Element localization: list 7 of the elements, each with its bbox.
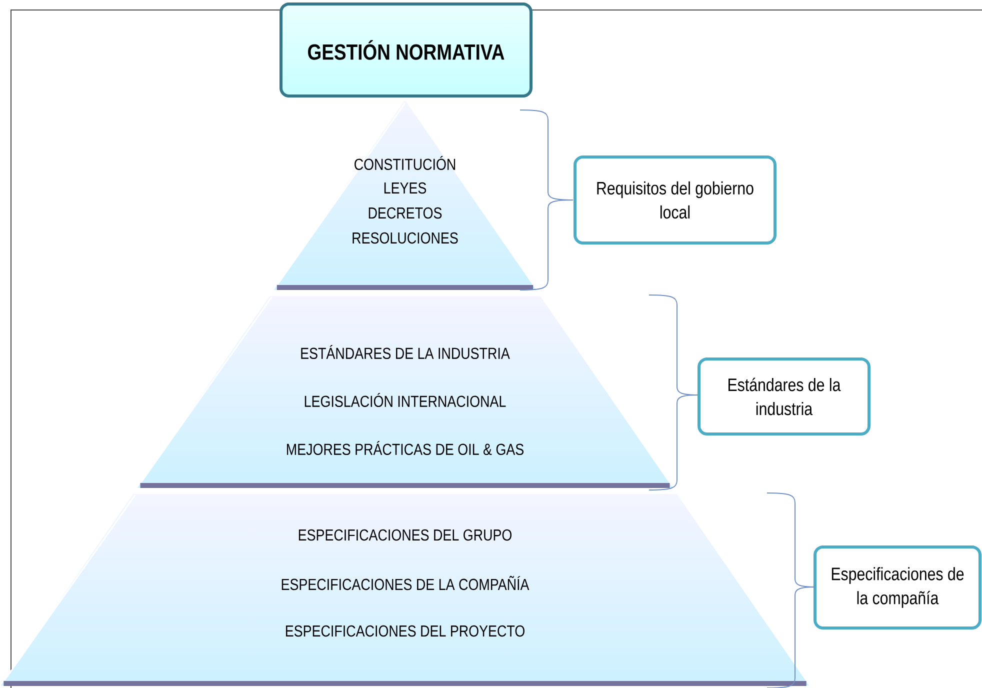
pyramid-tier: ESTÁNDARES DE LA INDUSTRIA LEGISLACIÓN INTERNACIONAL MEJORES PRÁCTICAS DE OIL & GAS (140, 296, 670, 488)
label-box: Estándares de la industria (698, 358, 871, 436)
pyramid-tier: ESPECIFICACIONES DEL GRUPO ESPECIFICACIONES DE LA COMPAÑÍA ESPECIFICACIONES DEL PROYECTO (4, 494, 806, 686)
label-box: Especificaciones de la compañía (814, 546, 982, 630)
pyramid-tier: CONSTITUCIÓN LEYES DECRETOS RESOLUCIONES (276, 102, 534, 290)
label-box: Requisitos del gobierno local (574, 156, 776, 244)
title-box: GESTIÓN NORMATIVA (280, 2, 532, 98)
